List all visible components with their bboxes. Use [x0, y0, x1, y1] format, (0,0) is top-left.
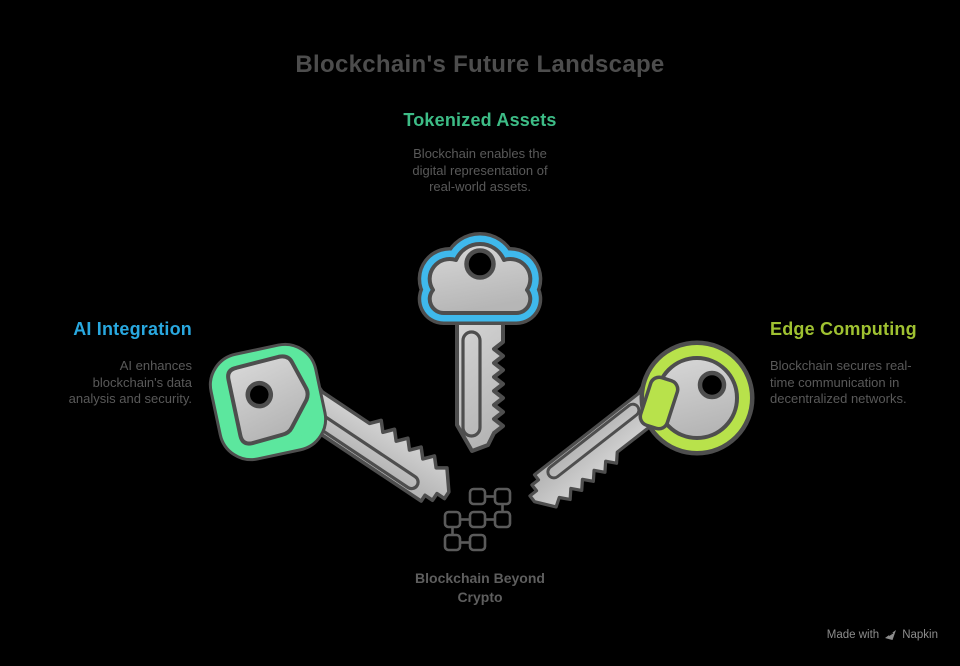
- tokenized-assets-description: Blockchain enables the digital represent…: [0, 146, 960, 196]
- diagram-title: Blockchain's Future Landscape: [295, 51, 665, 78]
- description-line: decentralized networks.: [770, 391, 907, 406]
- tokenized-assets-heading: Tokenized Assets: [403, 110, 557, 130]
- keyhole: [697, 370, 727, 400]
- edge-computing-heading: Edge Computing: [770, 319, 917, 339]
- description-line: AI enhances: [119, 358, 192, 373]
- watermark-prefix: Made with: [826, 629, 880, 641]
- keyhole: [245, 380, 274, 409]
- napkin-pen-icon: [885, 630, 897, 640]
- round-key-icon: [515, 340, 755, 520]
- square-key-icon: [208, 342, 463, 520]
- bottom-label-line: Blockchain Beyond: [415, 570, 545, 586]
- keyhole: [464, 248, 496, 280]
- description-line: digital representation of: [412, 162, 548, 178]
- blockchain-network-icon: [443, 487, 512, 552]
- description-line: analysis and security.: [68, 391, 192, 406]
- section-ai-integration: AI Integration AI enhances blockchain's …: [30, 318, 192, 408]
- section-edge-computing: Edge Computing Blockchain secures real- …: [770, 318, 940, 408]
- section-tokenized-assets: Tokenized Assets Blockchain enables the …: [0, 109, 960, 196]
- cloud-key-icon: [417, 232, 543, 453]
- ai-integration-heading: AI Integration: [73, 319, 192, 339]
- description-line: Blockchain secures real-: [770, 358, 912, 373]
- description-line: real-world assets.: [429, 179, 531, 194]
- edge-computing-description: Blockchain secures real- time communicat…: [770, 358, 940, 408]
- bottom-label: Blockchain Beyond Crypto: [0, 569, 960, 607]
- description-line: Blockchain enables the: [413, 146, 547, 161]
- watermark-brand: Napkin: [902, 629, 938, 641]
- ai-integration-description: AI enhances blockchain's data analysis a…: [30, 358, 192, 408]
- watermark: Made with Napkin: [827, 629, 938, 641]
- description-line: blockchain's data: [92, 374, 192, 390]
- bottom-label-line: Crypto: [457, 589, 503, 605]
- description-line: time communication in: [770, 374, 900, 390]
